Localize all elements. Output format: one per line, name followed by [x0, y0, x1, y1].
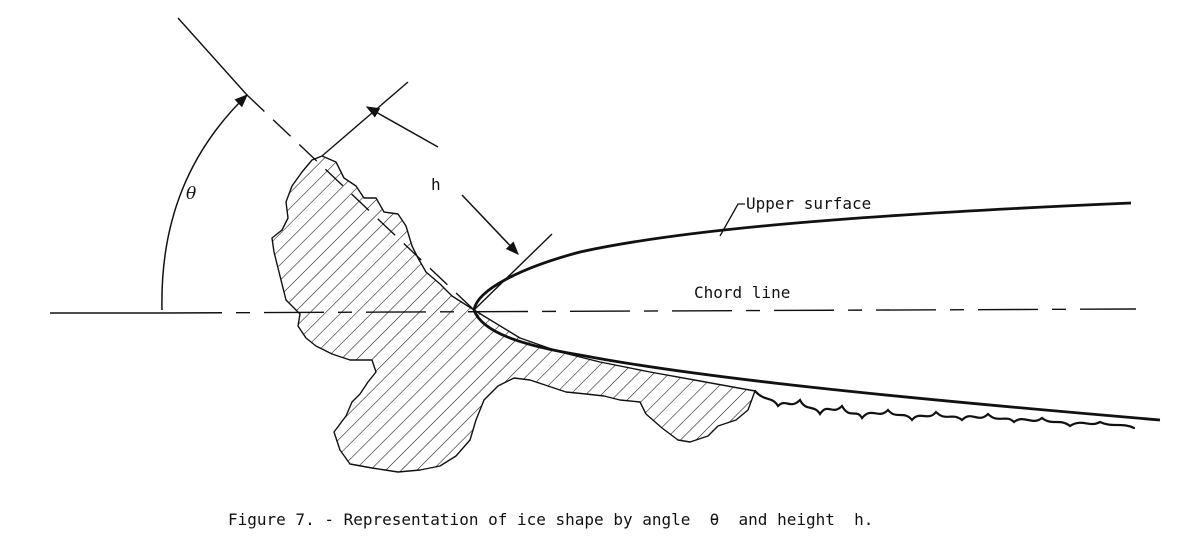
height-arrow-upper [365, 106, 439, 148]
angle-arc [161, 94, 248, 311]
airfoil-upper-surface [472, 201, 1132, 311]
height-extension-top [321, 81, 409, 157]
angle-reference-line [177, 17, 248, 96]
airfoil-lower-surface [472, 309, 1161, 422]
upper-surface-leader [719, 203, 745, 237]
chord-line [161, 308, 1137, 314]
chord-line-label: Chord line [694, 283, 790, 302]
figure-caption: Figure 7. - Representation of ice shape … [228, 510, 874, 529]
angle-reference-line-dashed [246, 94, 475, 311]
height-extension-bottom [473, 233, 553, 311]
height-arrow-lower [461, 194, 519, 255]
height-label: h [431, 175, 441, 194]
angle-label: θ [186, 184, 196, 204]
ice-accretion [271, 155, 756, 473]
rough-ice-lower-surface [753, 389, 1136, 430]
upper-surface-label: Upper surface [746, 194, 871, 213]
